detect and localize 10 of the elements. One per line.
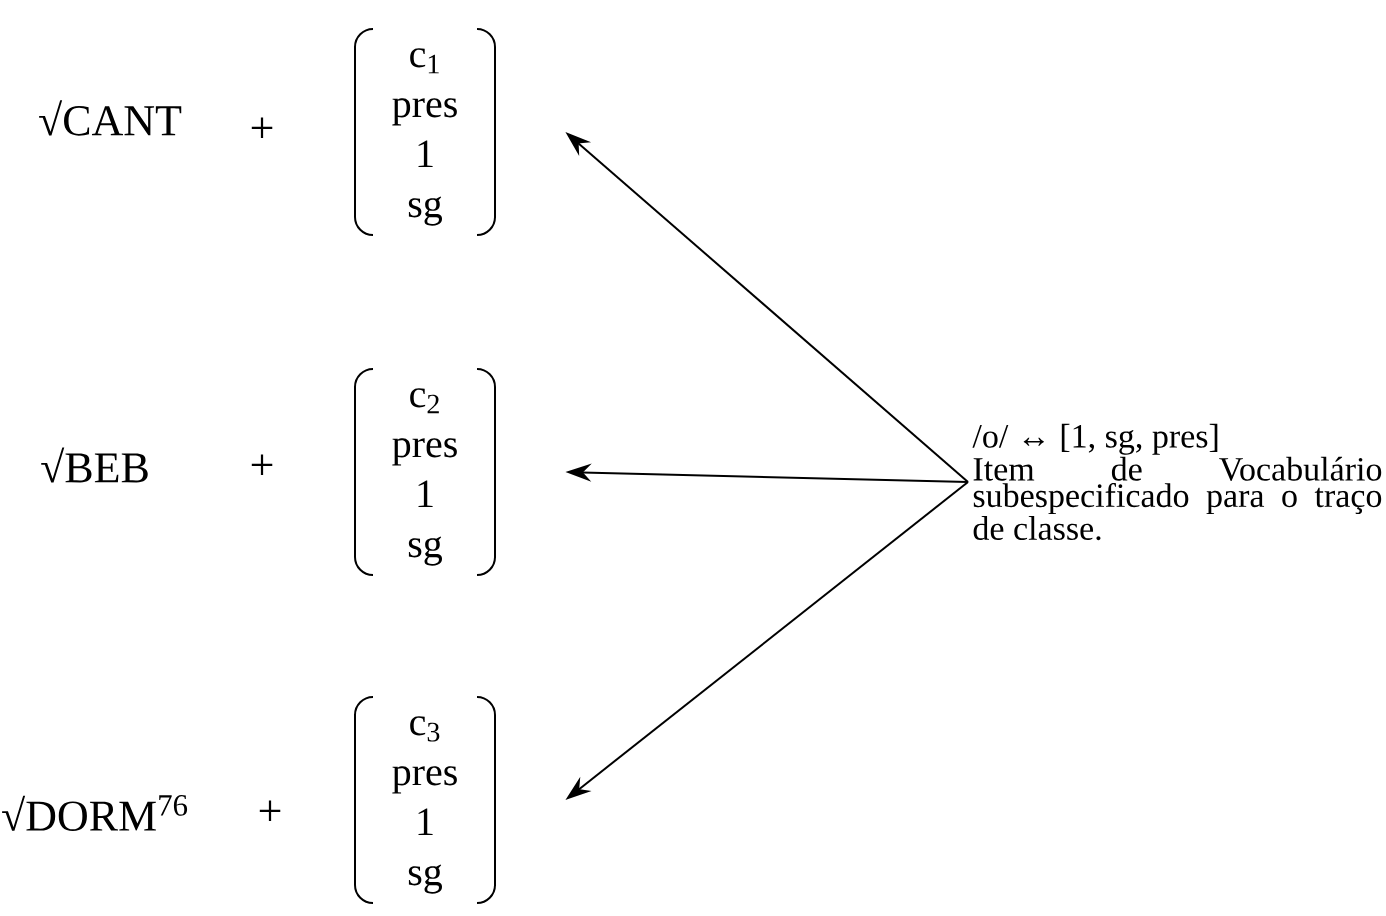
- feature-matrix: c$_{2}$ pres 1 sg: [354, 368, 496, 576]
- plus-sign: +: [251, 117, 273, 139]
- root-label: √CANT: [39, 100, 182, 136]
- root-label: √DORM$^{76}$: [2, 795, 188, 831]
- feature-matrix: c$_{1}$ pres 1 sg: [354, 28, 496, 236]
- feature-matrix: c$_{3}$ pres 1 sg: [354, 696, 496, 904]
- plus-sign: +: [259, 800, 281, 822]
- root-label: √BEB: [41, 447, 148, 483]
- plus-sign: +: [251, 454, 273, 476]
- note-text: /o/ ↔ [1, sg, pres] Item de Vocabulário subespecificado para o traço de classe.: [972, 423, 1382, 541]
